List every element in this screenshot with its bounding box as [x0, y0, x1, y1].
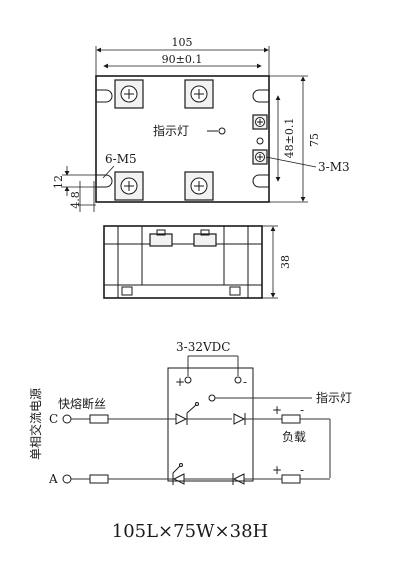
- relay-body-side: [103, 225, 263, 299]
- indicator-label-circuit: 指示灯: [316, 390, 352, 405]
- thyristor-icon: [175, 413, 188, 425]
- dim-side-height: 38: [279, 255, 292, 269]
- terminal-4: [184, 171, 214, 201]
- slot-bottom-left: [96, 174, 113, 188]
- supply-label-group: 单相交流电源: [28, 388, 43, 460]
- load-label: 负载: [282, 430, 306, 444]
- supply-label: 单相交流电源: [28, 388, 43, 460]
- relay-box: [167, 367, 254, 482]
- indicator-led-icon: [256, 137, 264, 145]
- fuse-a: [89, 474, 109, 484]
- dim-overall-width: 105: [172, 36, 193, 49]
- terminal-c-label: C: [49, 412, 58, 426]
- dim-hole-spacing-w: 90±0.1: [162, 53, 203, 66]
- diode-icon: [233, 413, 246, 425]
- thyristor-icon: [172, 473, 185, 485]
- load-plus-top: +: [272, 403, 282, 417]
- dim-hole-spacing-h: 48±0.1: [283, 118, 296, 159]
- small-screw-label: 3-M3: [318, 160, 350, 174]
- terminal-a: [62, 474, 72, 484]
- indicator-symbol-icon: [208, 394, 216, 402]
- control-plus-sign: +: [175, 375, 185, 389]
- top-view: 105 90±0.1: [52, 36, 350, 212]
- dimensions-footer: 105L×75W×38H: [112, 521, 268, 542]
- side-terminal-2: [193, 233, 217, 247]
- terminal-2: [184, 79, 214, 109]
- load-minus-bottom: -: [300, 463, 304, 477]
- diode-icon: [232, 473, 245, 485]
- side-view: 38: [103, 225, 292, 299]
- dim-overall-height: 75: [308, 133, 321, 147]
- load-top: [281, 414, 301, 424]
- fuse-label: 快熔断丝: [58, 396, 106, 411]
- slot-bottom-right: [252, 174, 269, 188]
- indicator-label-top: 指示灯: [153, 123, 189, 138]
- control-plus-terminal: [184, 376, 192, 384]
- dim-slot-12: 12: [52, 175, 65, 189]
- indicator-symbol-icon: [218, 127, 226, 135]
- load-plus-bottom: +: [272, 463, 282, 477]
- small-screw-2: [252, 149, 268, 165]
- control-minus-sign: -: [243, 375, 247, 389]
- control-voltage-label: 3-32VDC: [176, 340, 230, 354]
- terminal-a-label: A: [48, 472, 58, 486]
- relay-body-top: [95, 75, 270, 203]
- terminal-3: [114, 171, 144, 201]
- terminal-c: [62, 414, 72, 424]
- wiring-diagram: 3-32VDC + - 指示灯 快熔断丝 单相交流电源 C: [28, 340, 352, 486]
- small-screw-1: [252, 114, 268, 130]
- fuse-c: [89, 414, 109, 424]
- dim-slot-4-8: 4.8: [69, 191, 82, 209]
- slot-top-right: [252, 89, 269, 103]
- control-minus-terminal: [234, 376, 242, 384]
- slot-top-left: [96, 89, 113, 103]
- mount-hole-label: 6-M5: [105, 152, 137, 166]
- side-terminal-1: [149, 233, 173, 247]
- load-minus-top: -: [300, 403, 304, 417]
- terminal-1: [114, 79, 144, 109]
- load-bottom: [281, 474, 301, 484]
